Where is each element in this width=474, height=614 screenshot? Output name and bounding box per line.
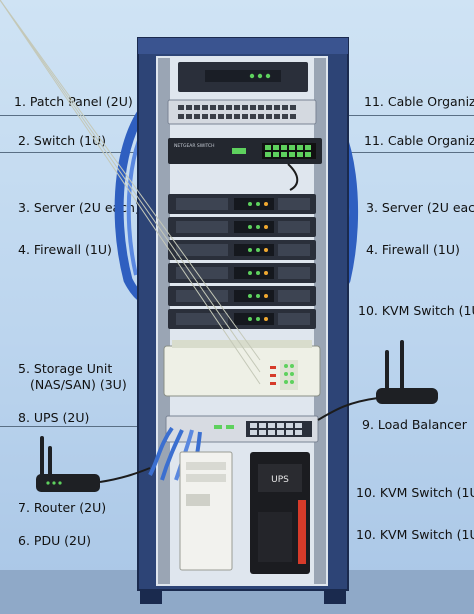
storage-indicator (270, 382, 276, 385)
ups-accent (298, 500, 306, 564)
switch-indicator (232, 148, 246, 154)
tower-bay (186, 494, 210, 506)
router-led (46, 481, 49, 484)
tower-bay (186, 474, 226, 482)
tower-bay (186, 462, 226, 470)
router-led (58, 481, 61, 484)
storage-led (290, 380, 294, 384)
switch-brand-text: NETGEAR SWITCH (174, 143, 215, 149)
rack-foot-left (140, 590, 162, 604)
ups-vent (258, 512, 292, 562)
storage-led (284, 372, 288, 376)
ups-text: UPS (271, 475, 289, 485)
router-device (36, 474, 100, 492)
router-antenna (40, 436, 44, 476)
rack-foot-right (324, 590, 346, 604)
router-antenna (48, 446, 52, 476)
led-green (258, 74, 262, 78)
storage-indicator (270, 366, 276, 369)
storage-led (290, 364, 294, 368)
storage-led (290, 372, 294, 376)
wifi-antenna (385, 350, 389, 390)
storage-led (284, 380, 288, 384)
router-led (52, 481, 55, 484)
storage-led (284, 364, 288, 368)
storage-indicator (270, 374, 276, 377)
led-green (250, 74, 254, 78)
rack-top (138, 38, 348, 54)
patch-panel (168, 100, 316, 124)
storage-led-panel (280, 360, 298, 390)
wifi-access-point (376, 388, 438, 404)
wifi-antenna (400, 340, 404, 390)
led-green (266, 74, 270, 78)
